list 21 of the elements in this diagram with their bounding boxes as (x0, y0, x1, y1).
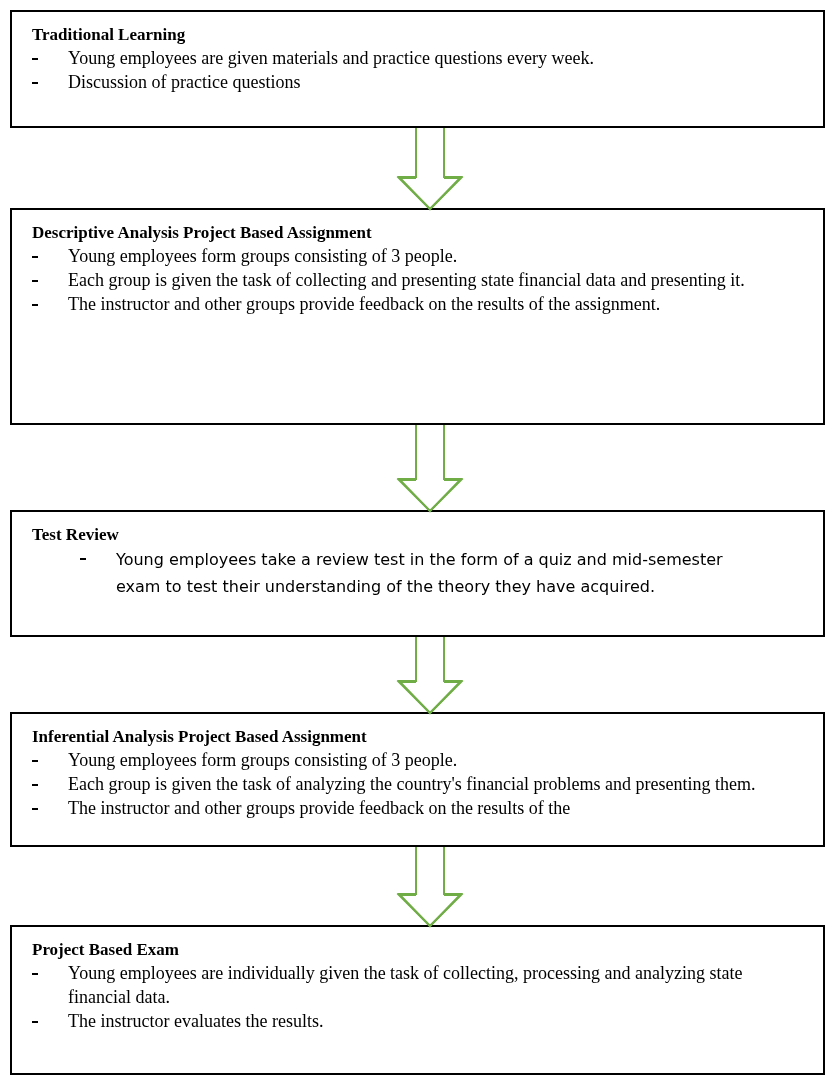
box-heading: Traditional Learning (32, 24, 187, 46)
bullet-text: Each group is given the task of collecting and presenting state financial data and presenting it. (68, 269, 745, 292)
process-box (10, 925, 825, 1075)
bullet-text: The instructor and other groups provide feedback on the results of the assignment. (68, 293, 661, 316)
bullet-text: Young employees form groups consisting of 3 people. (68, 749, 458, 772)
box-heading: Descriptive Analysis Project Based Assignment (32, 222, 373, 244)
bullet-text: Each group is given the task of analyzing the country's financial problems and presenting them. (68, 773, 756, 796)
process-box (10, 510, 825, 637)
bullet-text: Young employees are given materials and practice questions every week. (68, 47, 594, 70)
bullet-text: Young employees take a review test in the form of a quiz and mid-semester exam to test their understanding of the theory they have acquired. (116, 549, 724, 598)
box-heading: Project Based Exam (32, 939, 180, 961)
bullet-text: The instructor and other groups provide feedback on the results of the (68, 797, 571, 820)
process-box (10, 10, 825, 128)
process-box (10, 712, 825, 847)
box-heading: Inferential Analysis Project Based Assignment (32, 726, 368, 748)
bullet-text: The instructor evaluates the results. (68, 1010, 324, 1033)
bullet-text: Young employees are individually given the task of collecting, processing and analyzing state financial data. (68, 962, 744, 1009)
box-heading: Test Review (32, 524, 120, 546)
process-box (10, 208, 825, 425)
bullet-text: Young employees form groups consisting of 3 people. (68, 245, 458, 268)
bullet-text: Discussion of practice questions (68, 71, 301, 94)
